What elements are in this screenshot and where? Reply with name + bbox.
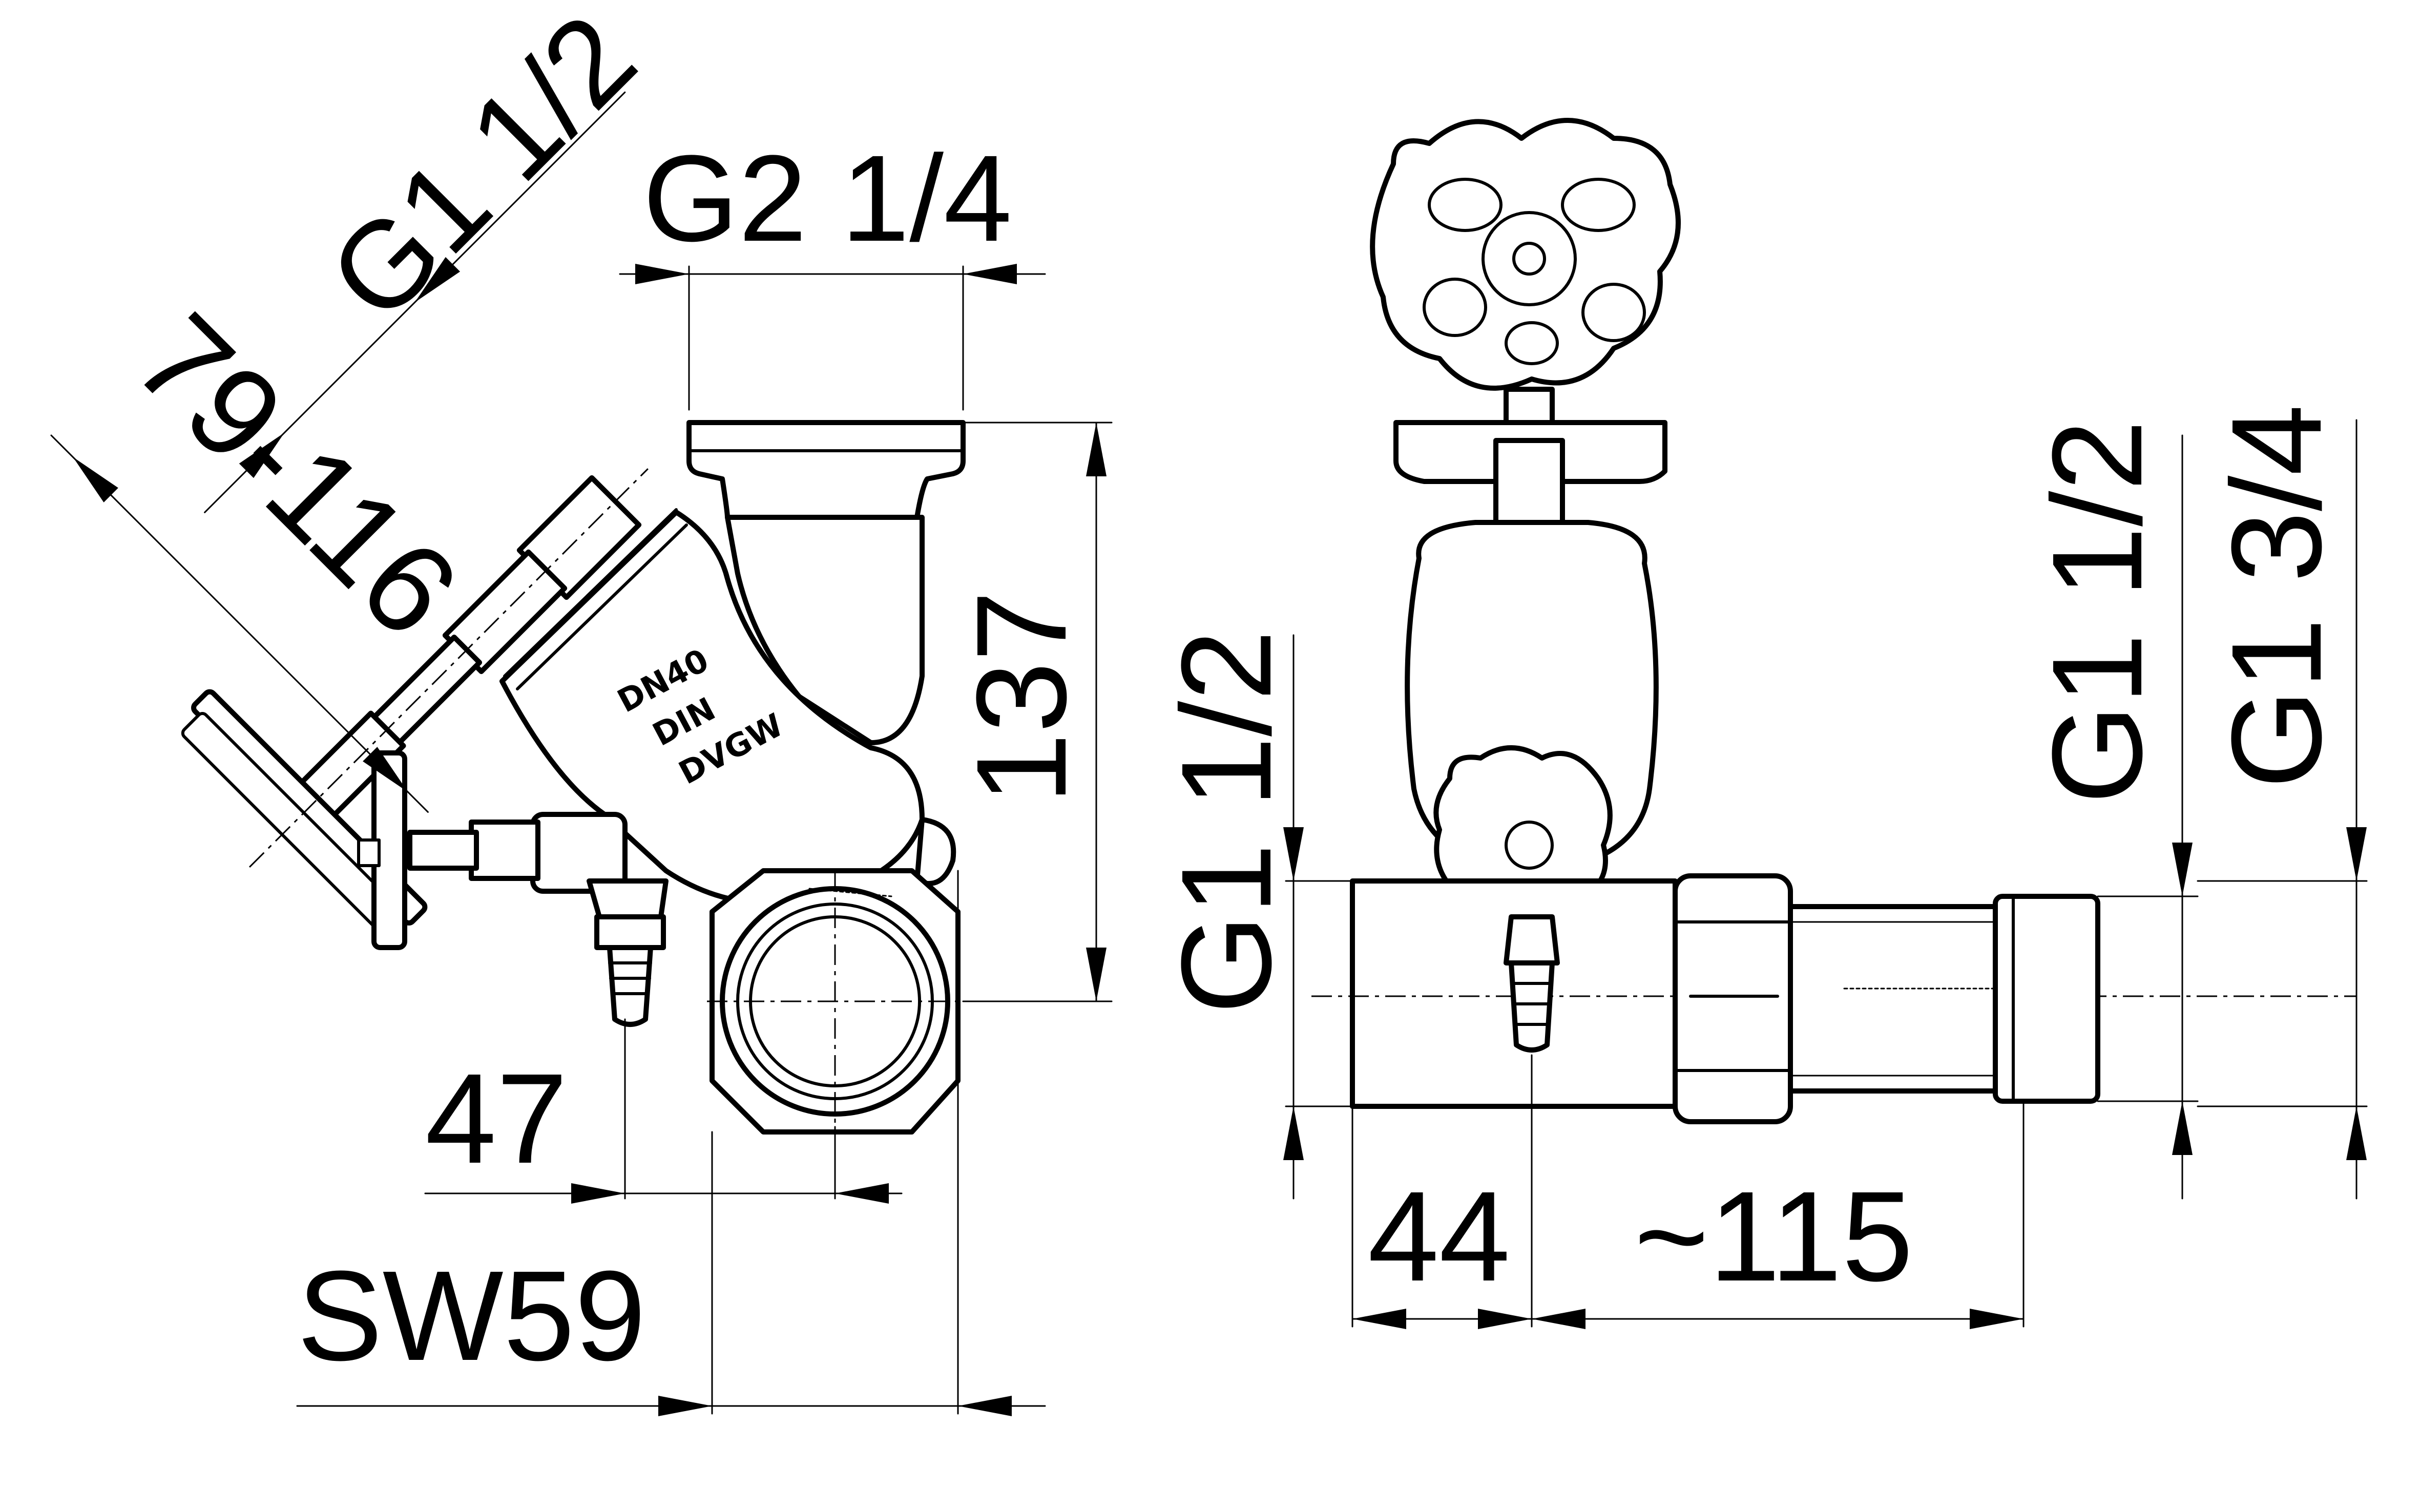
drain-wheel-hub-front <box>1505 821 1554 870</box>
drain-stem <box>407 830 479 871</box>
nozzle-base <box>594 914 666 950</box>
hose-nozzle <box>607 945 653 1027</box>
marking-dots <box>808 888 892 897</box>
bonnet-ring-2 <box>516 523 688 690</box>
nozzle-front <box>1509 960 1555 1053</box>
top-flange <box>686 420 966 520</box>
side-nub <box>914 817 956 886</box>
left-view-valve: DN40 DIN DVGW <box>181 420 966 1137</box>
tailpiece <box>1788 904 1998 1094</box>
dim-47: 47 <box>425 1047 568 1190</box>
spindle-centerline <box>248 468 649 868</box>
right-view-dimensions: G1 1/2 44 ~115 G1 1/2 G1 3/4 <box>1155 405 2368 1329</box>
dim-g1-1-2-side: G1 1/2 <box>1155 630 1298 1015</box>
tailpiece-end <box>1993 894 2100 1104</box>
bonnet-ring <box>503 508 678 678</box>
handwheel-hub-center <box>1512 242 1546 276</box>
dim-44: 44 <box>1368 1165 1510 1308</box>
dim-g1-1-2-right: G1 1/2 <box>2026 420 2168 805</box>
union-nut <box>1673 873 1793 1124</box>
dim-g1-3-4-right: G1 3/4 <box>2205 405 2348 789</box>
dimline-79-116 <box>50 434 429 813</box>
drain-valve <box>357 750 669 1027</box>
dim-sw59: SW59 <box>297 1244 646 1387</box>
dim-115: ~115 <box>1634 1165 1913 1308</box>
drain-stem-nut <box>469 820 540 881</box>
dim-g2-1-4: G2 1/4 <box>643 130 1012 267</box>
dim-79-116: 79-116 <box>109 287 486 663</box>
stem-guard <box>1493 438 1565 535</box>
right-view-valve <box>1311 118 2356 1124</box>
dim-g1-1-2-angled: G1 1/2 <box>303 0 661 346</box>
dim-137: 137 <box>950 591 1093 804</box>
drain-hex <box>587 878 669 919</box>
handwheel-hub <box>1482 211 1577 306</box>
drain-wheel-hub <box>357 838 381 867</box>
